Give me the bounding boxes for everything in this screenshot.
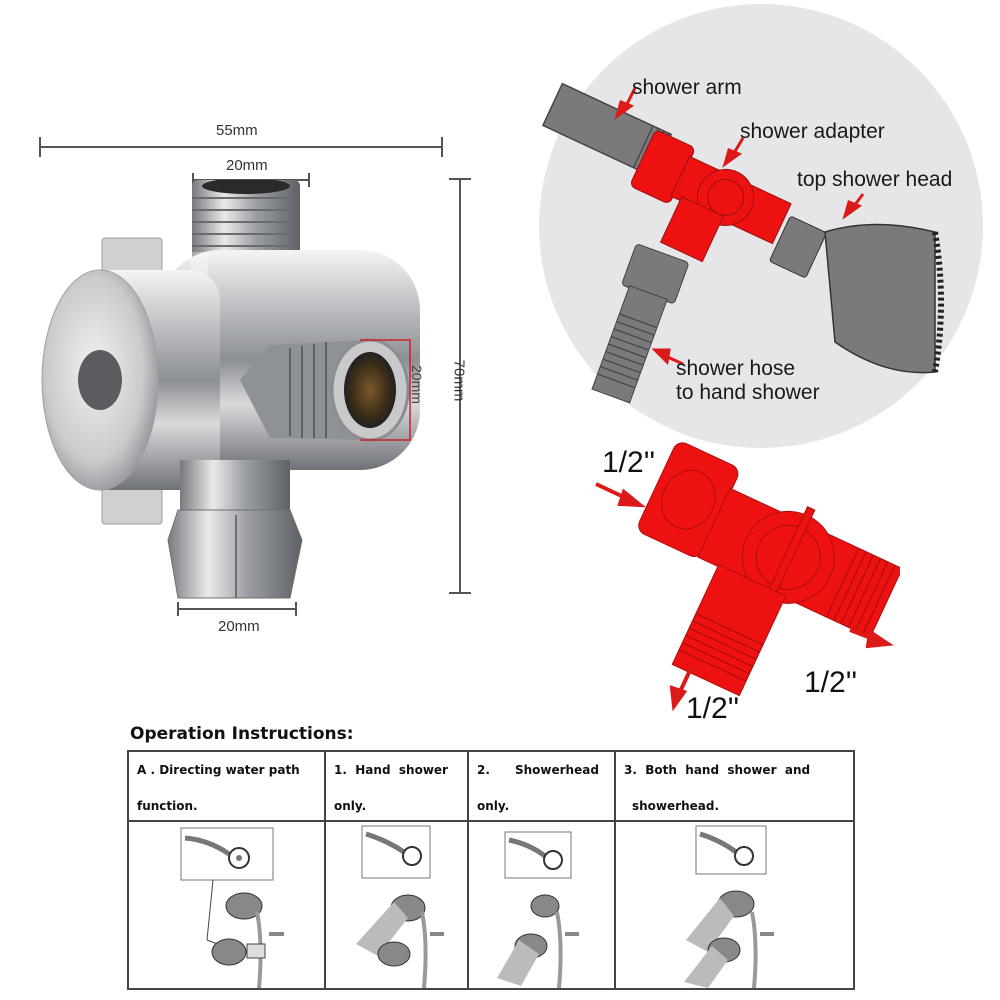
product-photo-section: 55mm 20mm 70mm 20mm (0, 0, 500, 660)
callout-shower-adapter: shower adapter (740, 120, 885, 143)
width-dimension-line (39, 137, 443, 157)
overall-height-label: 70mm (450, 359, 468, 402)
cell-1-line2: only. (334, 799, 367, 813)
installation-diagram-art (539, 4, 983, 448)
figure-hand-shower-only (326, 822, 467, 988)
callout-arrows (614, 87, 865, 366)
port-size-diagram: 1/2'' 1/2'' 1/2'' (580, 440, 900, 740)
figure-both-outlets (616, 822, 853, 988)
instructions-title: Operation Instructions: (130, 724, 354, 744)
instructions-cell-2: 2. Showerhead only. (467, 750, 616, 822)
callout-top-shower-head: top shower head (797, 168, 953, 191)
top-shower-head-part (769, 216, 944, 374)
shower-adapter-part (630, 131, 792, 263)
callout-shower-hose-line2: to hand shower (676, 381, 820, 404)
right-outlet-size-label: 1/2'' (804, 666, 858, 699)
instructions-cell-a: A . Directing water path function. (127, 750, 326, 822)
chrome-diverter-valve-image: 20mm (41, 180, 425, 599)
cell-a-line1: A . Directing water path (137, 763, 300, 777)
inlet-size-label: 1/2'' (602, 446, 656, 479)
bottom-inlet-width-label: 20mm (218, 618, 260, 635)
cell-2-line2: only. (477, 799, 510, 813)
cell-2-line1: 2. Showerhead (477, 763, 599, 777)
instructions-cell-1: 1. Hand shower only. (324, 750, 469, 822)
instructions-cell-3: 3. Both hand shower and showerhead. (614, 750, 855, 822)
instructions-header-row: A . Directing water path function. 1. Han… (127, 750, 855, 822)
side-outlet-height-label: 20mm (409, 365, 425, 404)
height-dimension-line (449, 178, 471, 594)
bottom-outlet-size-label: 1/2'' (686, 692, 740, 725)
red-adapter-ports-art (595, 442, 900, 712)
cell-3-line1: 3. Both hand shower and (624, 763, 811, 777)
bottom-inlet-dimension-line (177, 602, 297, 616)
flow-arrows (595, 482, 894, 712)
figure-diverter-function (129, 822, 324, 988)
instructions-figure-row (127, 820, 855, 990)
figure-showerhead-only (469, 822, 614, 988)
cell-3-line2: showerhead. (632, 799, 719, 813)
cell-a-line2: function. (137, 799, 198, 813)
instructions-table: A . Directing water path function. 1. Han… (127, 750, 855, 990)
installation-diagram: shower arm shower adapter top shower hea… (535, 2, 987, 450)
callout-shower-hose-line1: shower hose (676, 357, 796, 380)
shower-hose-part (591, 244, 689, 404)
callout-shower-arm: shower arm (632, 76, 742, 99)
cell-1-line1: 1. Hand shower (334, 763, 448, 777)
overall-width-label: 55mm (216, 122, 258, 139)
top-outlet-width-label: 20mm (226, 157, 268, 174)
